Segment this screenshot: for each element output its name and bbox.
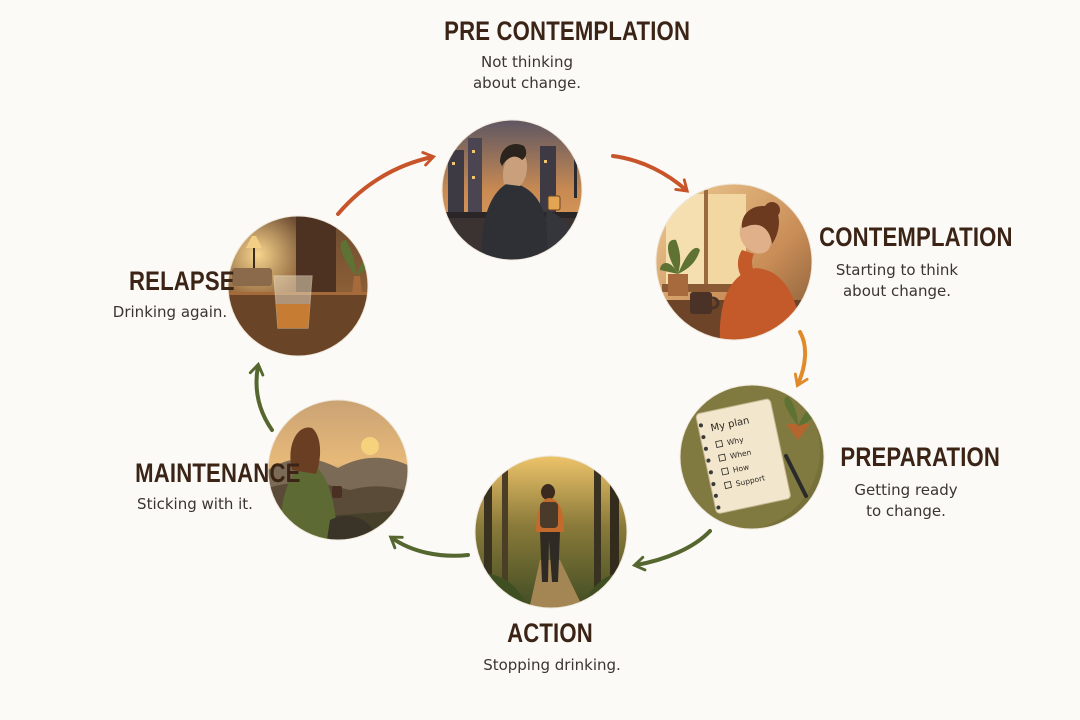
contemplation-desc-line2: about change.	[842, 282, 952, 300]
cycle-arrows	[248, 151, 809, 572]
notepad-item: How	[732, 462, 750, 474]
notepad-item: When	[729, 448, 752, 461]
preparation-desc-line2: to change.	[866, 502, 946, 520]
maintenance-illustration	[268, 400, 408, 540]
arrow-maintenance-to-relapse	[248, 361, 274, 432]
contemplation-desc-line1: Starting to think	[835, 261, 959, 279]
contemplation-illustration	[656, 184, 812, 340]
maintenance-title: MAINTENANCE	[135, 458, 301, 488]
notepad-item: Why	[726, 435, 745, 447]
precontemplation-desc-line1: Not thinking	[481, 53, 573, 71]
preparation-title: PREPARATION	[840, 442, 1001, 472]
action-title: ACTION	[507, 618, 593, 648]
relapse-desc-line1: Drinking again.	[112, 303, 228, 321]
contemplation-title: CONTEMPLATION	[819, 222, 1013, 252]
action-illustration	[475, 456, 627, 608]
precontemplation-illustration	[442, 120, 582, 260]
arrow-preparation-to-action	[631, 529, 712, 572]
precontemplation-desc-line2: about change.	[472, 74, 582, 92]
maintenance-desc-line1: Sticking with it.	[137, 495, 253, 513]
arrow-relapse-to-precontemplation	[336, 151, 437, 216]
arrow-contemplation-to-preparation	[793, 330, 809, 388]
precontemplation-title: PRE CONTEMPLATION	[444, 16, 691, 46]
arrow-precontemplation-to-contemplation	[611, 154, 690, 193]
relapse-illustration	[228, 216, 368, 356]
arrow-action-to-maintenance	[388, 535, 470, 558]
preparation-desc-line1: Getting ready	[854, 481, 958, 499]
action-desc-line1: Stopping drinking.	[483, 656, 621, 674]
preparation-illustration: My plan Why When How Support	[680, 385, 824, 529]
relapse-title: RELAPSE	[129, 266, 235, 296]
